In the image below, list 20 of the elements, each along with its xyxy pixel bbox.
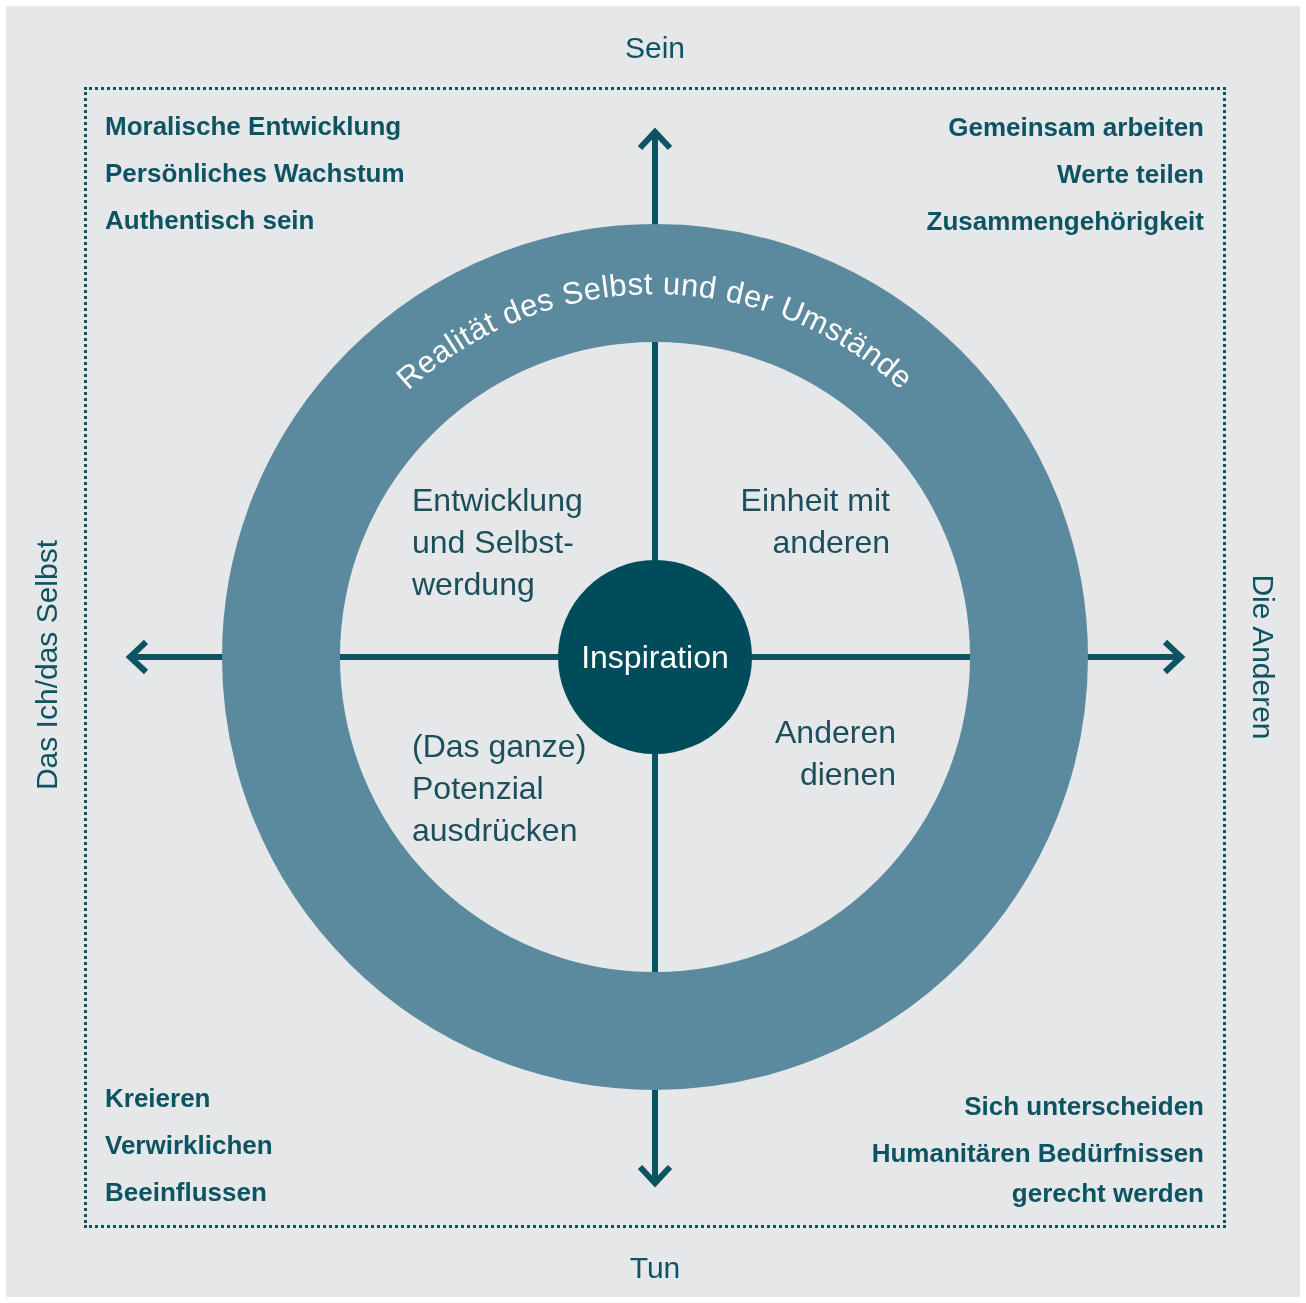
axis-label: Die Anderen — [1246, 574, 1281, 740]
list-item: Authentisch sein — [105, 204, 315, 237]
list-item: Gemeinsam arbeiten — [948, 111, 1204, 144]
list-item: Humanitären Bedürfnissen gerecht werden — [870, 1137, 1204, 1210]
list-item: Persönliches Wachstum — [105, 157, 405, 190]
quadrant-label: Anderen dienen — [774, 713, 896, 794]
axis-label: Sein — [625, 30, 685, 66]
quadrant-label: (Das ganze) Potenzial ausdrücken — [412, 727, 588, 850]
quadrant-label: Einheit mit anderen — [739, 481, 890, 562]
quadrant-label: Entwicklung und Selbst- werdung — [412, 481, 584, 604]
center-label: Inspiration — [581, 638, 729, 677]
list-item: Werte teilen — [1057, 158, 1204, 191]
axis-label: Das Ich/das Selbst — [29, 539, 64, 791]
list-item: Verwirklichen — [105, 1129, 273, 1162]
list-item: Kreieren — [105, 1082, 211, 1115]
list-item: Zusammengehörigkeit — [926, 205, 1204, 238]
list-item: Sich unterscheiden — [964, 1090, 1204, 1123]
list-item: Beeinflussen — [105, 1176, 267, 1209]
list-item: Moralische Entwicklung — [105, 110, 402, 143]
axis-label: Tun — [629, 1250, 681, 1286]
